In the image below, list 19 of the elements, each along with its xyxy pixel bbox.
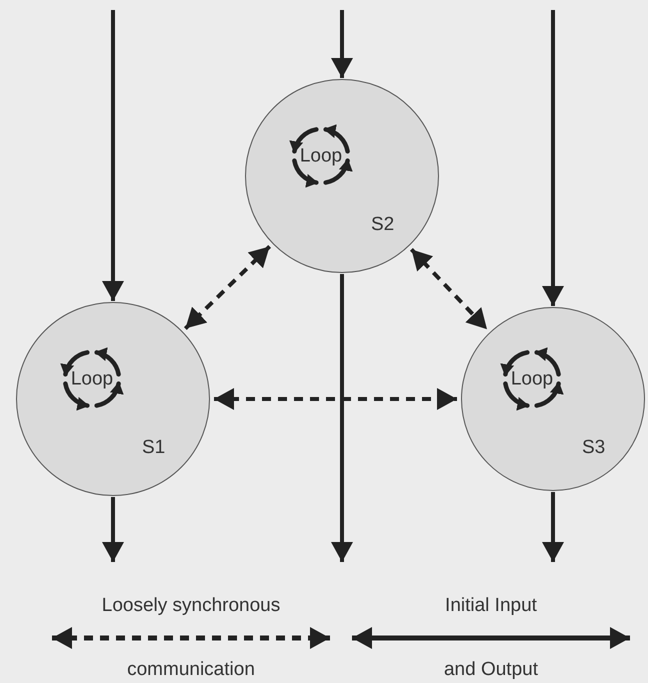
- dashed-arrow: [184, 245, 272, 330]
- legend-text: and Output: [444, 660, 538, 679]
- loop-label: Loop: [510, 370, 554, 388]
- dashed-arrow: [214, 388, 457, 410]
- arrow: [102, 10, 124, 301]
- arrow: [542, 10, 564, 306]
- dashed-arrow: [410, 248, 488, 331]
- loop-label: Loop: [300, 146, 342, 166]
- legend-text: Initial Input: [445, 596, 537, 615]
- arrow: [331, 10, 353, 78]
- arrow: [542, 492, 564, 562]
- node-id-label: S3: [582, 438, 606, 457]
- arrow: [331, 274, 353, 562]
- legend-text: Loosely synchronous: [102, 596, 280, 615]
- node-id-label: S2: [371, 215, 394, 234]
- arrow: [102, 497, 124, 562]
- loop-label: Loop: [70, 370, 114, 388]
- node-id-label: S1: [142, 438, 166, 457]
- legend-text: communication: [127, 660, 255, 679]
